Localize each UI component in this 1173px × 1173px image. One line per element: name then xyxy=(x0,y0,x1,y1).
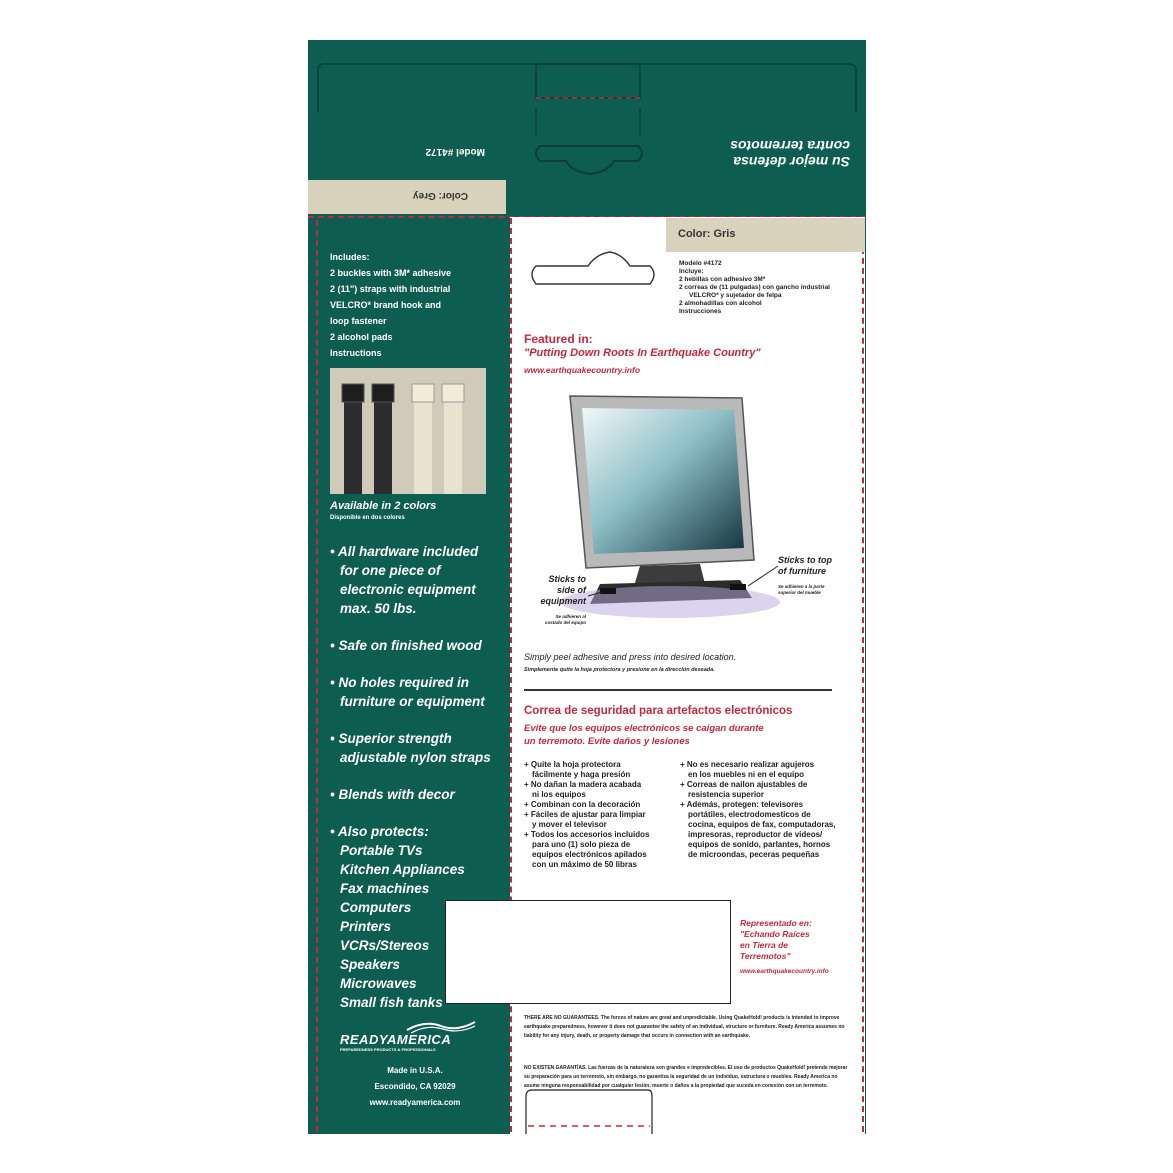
available-colors: Available in 2 colors xyxy=(330,500,437,512)
includes-item: 2 (11") straps with industrial xyxy=(330,284,451,294)
available-colors-es: Disponible en dos colores xyxy=(330,515,405,521)
bullet-item: • Also protects: Portable TVs Kitchen Ap… xyxy=(330,824,465,1010)
divider xyxy=(524,689,832,691)
rep-url: www.earthquakecountry.info xyxy=(740,968,829,975)
bullet-item: • All hardware included for one piece of… xyxy=(330,544,479,616)
es-column-2: + No es necesario realizar agujeros en l… xyxy=(680,760,836,859)
callout-top-es: Se adhieren a la parte superior del mueb… xyxy=(778,584,825,595)
right-cut-line xyxy=(862,218,864,1132)
straps-photo xyxy=(330,368,486,494)
city-label: Escondido, CA 92029 xyxy=(374,1082,456,1091)
featured-title: Featured in: xyxy=(524,332,593,346)
hang-hole-right-icon xyxy=(531,251,655,285)
includes-block: Includes: 2 buckles with 3M* adhesive 2 … xyxy=(330,249,500,361)
model-label: Model #4172 xyxy=(425,146,485,157)
disclaimer: THERE ARE NO GUARANTEES. The forces of n… xyxy=(524,1015,845,1039)
rep-block: Representado en: "Echando Raíces en Tier… xyxy=(740,918,812,961)
instruction-es: Simplemente quite la hoja protectora y p… xyxy=(524,667,715,673)
es-subtitle: Evite que los equipos electrónicos se ca… xyxy=(524,723,764,747)
spanish-contents: Modelo #4172 Incluye: 2 hebillas con adh… xyxy=(679,260,830,315)
slogan: Su mejor defensa contra terremotos xyxy=(730,138,850,170)
brand-logo: READYAMERICA xyxy=(340,1032,452,1047)
includes-item: loop fastener xyxy=(330,316,387,326)
left-cut-line xyxy=(316,220,318,1132)
callout-side: Sticks to side of equipment xyxy=(540,574,586,606)
blank-label-box xyxy=(445,900,731,1004)
es-title: Correa de seguridad para artefactos elec… xyxy=(524,705,793,717)
bottom-tab-outline xyxy=(525,1089,653,1134)
includes-title: Includes: xyxy=(330,252,370,262)
disclaimer-es: NO EXISTEN GARANTÍAS. Las fuerzas de la … xyxy=(524,1065,848,1089)
bullet-item: • Safe on finished wood xyxy=(330,638,482,653)
website-label: www.readyamerica.com xyxy=(369,1098,461,1107)
color-label: Color: Gris xyxy=(678,228,736,240)
flag-icon xyxy=(406,1021,476,1034)
instruction: Simply peel adhesive and press into desi… xyxy=(524,652,737,662)
callout-side-es: Se adhieren al costado del equipo xyxy=(544,614,586,625)
featured-book: "Putting Down Roots In Earthquake Countr… xyxy=(524,347,761,359)
brand-tagline: PREPAREDNESS PRODUCTS & PROFESSIONALS xyxy=(340,1047,436,1052)
includes-item: 2 alcohol pads xyxy=(330,332,393,342)
includes-item: Instructions xyxy=(330,348,382,358)
made-in-label: Made in U.S.A. xyxy=(387,1066,443,1075)
callout-top: Sticks to top of furniture xyxy=(778,555,833,576)
color-band-right: Color: Gris xyxy=(666,218,865,252)
monitor-illustration xyxy=(560,395,780,618)
manufacturer-info: Made in U.S.A. Escondido, CA 92029 www.r… xyxy=(330,1063,500,1111)
es-column-1: + Quite la hoja protectora fácilmente y … xyxy=(524,760,650,869)
bullet-item: • Blends with decor xyxy=(330,787,455,802)
color-band-top: Color: Grey xyxy=(308,180,506,214)
includes-item: 2 buckles with 3M* adhesive xyxy=(330,268,452,278)
feature-bullets: • All hardware included for one piece of… xyxy=(330,542,505,1012)
featured-url: www.earthquakecountry.info xyxy=(524,365,641,375)
includes-item: VELCRO* brand hook and xyxy=(330,300,442,310)
top-flap-outline xyxy=(317,63,857,176)
center-fold-line xyxy=(510,218,512,1132)
hang-hole-icon xyxy=(535,145,643,176)
bullet-item: • No holes required in furniture or equi… xyxy=(330,675,485,709)
bullet-item: • Superior strength adjustable nylon str… xyxy=(330,731,491,765)
